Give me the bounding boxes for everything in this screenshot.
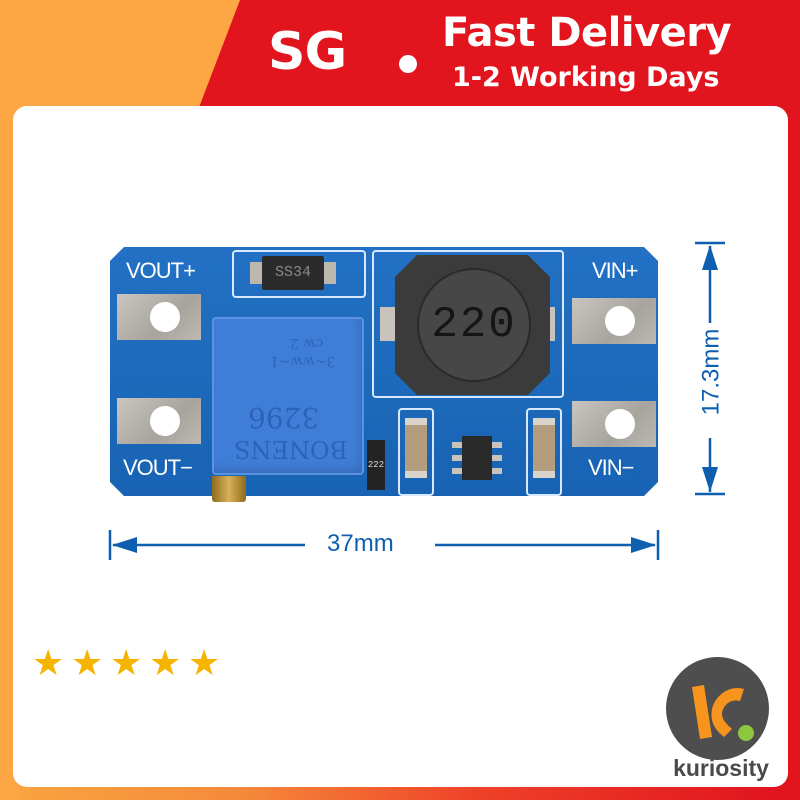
vout-minus-label: VOUT− xyxy=(123,455,193,480)
height-dimension-label: 17.3mm xyxy=(697,328,725,416)
vout-plus-pad xyxy=(117,294,201,340)
kuriosity-logo xyxy=(666,657,769,760)
capacitor-left xyxy=(405,418,427,478)
resistor: 222 xyxy=(367,440,385,490)
width-dimension-arrow xyxy=(108,530,660,560)
trimmer-potentiometer: cw 2 3~ww~1 3296 BONENS xyxy=(212,317,364,475)
star-icon: ★ xyxy=(71,643,104,684)
vin-minus-label: VIN− xyxy=(588,455,635,480)
potentiometer-adjust-screw xyxy=(212,476,246,502)
vin-plus-label: VIN+ xyxy=(592,258,639,283)
vout-minus-pad xyxy=(117,398,201,444)
diode-outline xyxy=(232,250,366,298)
delivery-banner: SG Fast Delivery 1-2 Working Days xyxy=(0,0,800,110)
boost-controller-ic xyxy=(462,436,492,480)
pcb-board xyxy=(110,247,658,496)
inductor-outline xyxy=(372,250,564,398)
vin-plus-pad xyxy=(572,298,656,344)
kc-logo-icon xyxy=(692,685,754,741)
diode-marking: SS34 xyxy=(262,256,324,290)
cap-right-outline xyxy=(526,408,562,496)
star-icon: ★ xyxy=(110,643,143,684)
height-dimension-arrow xyxy=(695,241,725,496)
inductor-core xyxy=(419,270,529,380)
banner-red-band xyxy=(198,0,800,110)
region-label: SG xyxy=(268,22,347,82)
star-icon: ★ xyxy=(188,643,221,684)
separator-dot-icon xyxy=(399,55,417,73)
star-icon: ★ xyxy=(32,643,65,684)
capacitor-right xyxy=(533,418,555,478)
inductor-marking: 220 xyxy=(431,300,517,350)
cap-left-outline xyxy=(398,408,434,496)
vin-minus-pad xyxy=(572,401,656,447)
width-dimension-label: 37mm xyxy=(327,530,394,557)
delivery-timeframe: 1-2 Working Days xyxy=(452,62,720,93)
brand-name: kuriosity xyxy=(673,755,769,781)
star-icon: ★ xyxy=(149,643,182,684)
schottky-diode: SS34 xyxy=(250,256,336,290)
vout-plus-label: VOUT+ xyxy=(126,258,196,283)
delivery-headline: Fast Delivery xyxy=(442,10,732,56)
star-rating: ★ ★ ★ ★ ★ xyxy=(32,643,222,684)
